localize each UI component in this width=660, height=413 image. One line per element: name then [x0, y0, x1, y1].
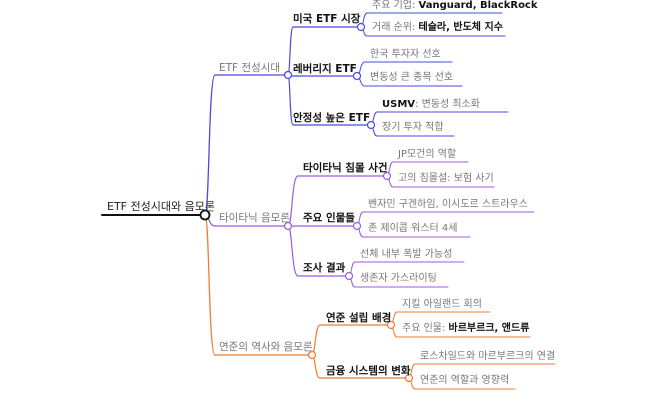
leaf-survivor-gaslighting[interactable]: 생존자 가스라이팅: [360, 273, 437, 284]
sub-fed-founding[interactable]: 연준 설립 배경: [326, 312, 392, 324]
edge-sub-5: [287, 225, 299, 277]
collapse-dot-sub-1: [352, 71, 362, 81]
collapse-dot-sub-2: [366, 120, 376, 130]
leaf-jp-morgan-role[interactable]: JP모건의 역할: [398, 149, 457, 160]
leaf-fed-influence[interactable]: 연준의 역할과 영향력: [420, 375, 510, 386]
sub-leverage-etf[interactable]: 레버리지 ETF: [293, 63, 357, 75]
sub-stable-etf[interactable]: 안정성 높은 ETF: [293, 112, 371, 124]
collapse-dot-titanic: [283, 221, 293, 231]
edge-root-etf: [204, 74, 216, 216]
leaf-trading-rank[interactable]: 거래 순위: 테슬라, 반도체 지수: [372, 22, 503, 33]
sub-us-etf-market[interactable]: 미국 ETF 시장: [293, 13, 361, 25]
collapse-dot-sub-6: [386, 320, 396, 330]
leaf-hull-explosion[interactable]: 선체 내부 폭발 가능성: [360, 249, 453, 260]
collapse-dot-root: [199, 209, 211, 221]
leaf-astor[interactable]: 존 제이콥 워스터 4세: [368, 223, 458, 234]
collapse-dot-sub-5: [344, 271, 354, 281]
sub-titanic-sinking[interactable]: 타이타닉 침몰 사건: [303, 162, 388, 174]
leaf-jekyll-island[interactable]: 지킬 아일랜드 회의: [402, 299, 482, 310]
leaf-guggenheim-straus[interactable]: 벤자민 구겐하임, 이시도르 스트라우스: [368, 199, 528, 210]
leaf-usmv[interactable]: USMV: 변동성 최소화: [382, 99, 480, 110]
collapse-dot-etf: [283, 70, 293, 80]
edge-root-fed: [204, 214, 216, 356]
collapse-dot-fed: [307, 350, 317, 360]
leaf-volatile-stocks[interactable]: 변동성 큰 종목 선호: [370, 72, 454, 83]
collapse-dot-sub-0: [356, 22, 366, 32]
leaf-korean-preference[interactable]: 한국 투자자 선호: [370, 49, 441, 60]
sub-key-figures[interactable]: 주요 인물들: [303, 212, 355, 224]
collapse-dot-sub-4: [352, 221, 362, 231]
leaf-major-companies[interactable]: 주요 기업: Vanguard, BlackRock: [372, 0, 538, 11]
leaf-insurance-fraud[interactable]: 고의 침몰설: 보험 사기: [398, 173, 494, 184]
edge-sub-6: [311, 324, 321, 356]
leaf-long-term[interactable]: 장기 투자 적합: [382, 122, 444, 133]
sub-financial-system-change[interactable]: 금융 시스템의 변화: [326, 365, 411, 377]
collapse-dot-sub-3: [382, 171, 392, 181]
sub-investigation-results[interactable]: 조사 결과: [303, 262, 346, 274]
collapse-dot-sub-7: [404, 373, 414, 383]
leaf-fed-key-figures[interactable]: 주요 인물: 바르부르크, 앤드류: [402, 323, 530, 334]
root-topic[interactable]: ETF 전성시대와 음모론: [107, 200, 215, 213]
branch-fed[interactable]: 연준의 역사와 음모론: [219, 341, 313, 353]
branch-titanic[interactable]: 타이타닉 음모론: [219, 212, 290, 224]
leaf-rothschild-link[interactable]: 로스차일드와 마르부르크의 연결: [420, 351, 556, 362]
branch-etf[interactable]: ETF 전성시대: [219, 62, 281, 74]
